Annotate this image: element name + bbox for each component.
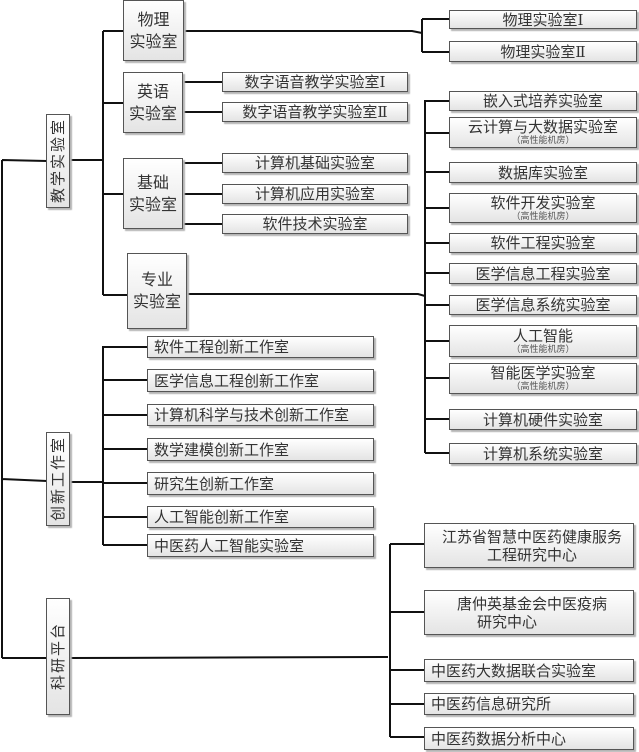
lab-software-development[interactable]: 软件开发实验室（高性能机房） (449, 193, 637, 223)
group-label: 教学实验室 (49, 118, 67, 204)
studio-computer-science[interactable]: 计算机科学与技术创新工作室 (147, 404, 374, 426)
category-basic-lab[interactable]: 基础 实验室 (123, 158, 183, 229)
lab-label: 数据库实验室 (497, 163, 588, 182)
lab-label: 嵌入式培养实验室 (482, 92, 603, 110)
lab-digital-voice-1[interactable]: 数字语音教学实验室Ⅰ (222, 72, 408, 92)
lab-label: 物理实验室Ⅰ (502, 10, 584, 29)
group-label: 创新工作室 (49, 436, 67, 522)
lab-physics-2[interactable]: 物理实验室Ⅱ (449, 41, 637, 62)
lab-label: 物理实验室Ⅱ (500, 42, 586, 61)
studio-graduate[interactable]: 研究生创新工作室 (147, 472, 374, 495)
lab-database[interactable]: 数据库实验室 (449, 162, 637, 183)
lab-medical-info-engineering[interactable]: 医学信息工程实验室 (449, 263, 637, 284)
research-jiangsu-tcm-center[interactable]: 江苏省智慧中医药健康服务工程研究中心 (424, 523, 634, 568)
category-label: 基础 (136, 172, 169, 192)
group-innovation-studios[interactable]: 创新工作室 (46, 432, 70, 526)
category-english-lab[interactable]: 英语 实验室 (123, 72, 183, 133)
category-label: 专业 (140, 270, 173, 289)
group-research-platform[interactable]: 科研平台 (46, 598, 70, 715)
research-tcm-info-institute[interactable]: 中医药信息研究所 (424, 693, 634, 715)
studio-label: 医学信息工程创新工作室 (154, 371, 320, 390)
lab-label: 软件工程实验室 (490, 234, 596, 252)
studio-medical-info-engineering[interactable]: 医学信息工程创新工作室 (147, 369, 374, 392)
studio-label: 研究生创新工作室 (154, 474, 275, 493)
studio-software-engineering[interactable]: 软件工程创新工作室 (147, 336, 374, 358)
lab-computer-applications[interactable]: 计算机应用实验室 (222, 184, 408, 204)
lab-label: 医学信息系统实验室 (475, 296, 611, 314)
research-label: 研究中心 (476, 612, 537, 631)
lab-intelligent-medicine[interactable]: 智能医学实验室（高性能机房） (449, 363, 637, 394)
research-label: 工程研究中心 (486, 545, 577, 564)
category-label: 实验室 (128, 103, 177, 123)
research-tcm-bigdata-lab[interactable]: 中医药大数据联合实验室 (424, 659, 634, 682)
lab-label: 软件技术实验室 (262, 215, 368, 233)
lab-note: （高性能机房） (511, 382, 575, 392)
research-label: 唐仲英基金会中医疫病 (456, 594, 607, 613)
lab-label: 计算机系统实验室 (482, 444, 603, 463)
lab-computer-systems[interactable]: 计算机系统实验室 (449, 443, 637, 464)
category-physics-lab[interactable]: 物理 实验室 (123, 0, 184, 61)
lab-medical-info-systems[interactable]: 医学信息系统实验室 (449, 295, 637, 315)
lab-label: 软件开发实验室 (490, 193, 596, 212)
research-label: 中医药信息研究所 (431, 695, 552, 713)
lab-digital-voice-2[interactable]: 数字语音教学实验室Ⅱ (222, 102, 408, 122)
group-label: 科研平台 (49, 622, 67, 691)
category-label: 实验室 (132, 292, 181, 311)
studio-label: 数学建模创新工作室 (154, 440, 290, 459)
research-label: 中医药数据分析中心 (431, 729, 567, 748)
lab-cloud-bigdata[interactable]: 云计算与大数据实验室（高性能机房） (449, 117, 637, 148)
studio-label: 中医药人工智能实验室 (154, 536, 305, 555)
lab-physics-1[interactable]: 物理实验室Ⅰ (449, 10, 637, 29)
lab-software-technology[interactable]: 软件技术实验室 (222, 214, 408, 234)
studio-label: 计算机科学与技术创新工作室 (154, 406, 350, 424)
category-label: 英语 (136, 81, 169, 101)
category-professional-lab[interactable]: 专业 实验室 (127, 253, 187, 329)
group-teaching-labs[interactable]: 教学实验室 (46, 114, 70, 208)
lab-label: 数字语音教学实验室Ⅰ (244, 73, 386, 91)
studio-label: 软件工程创新工作室 (154, 338, 290, 356)
research-label: 江苏省智慧中医药健康服务 (441, 527, 622, 546)
lab-note: （高性能机房） (511, 136, 575, 146)
studio-tcm-ai-lab[interactable]: 中医药人工智能实验室 (147, 534, 374, 557)
category-label: 实验室 (128, 194, 177, 214)
lab-label: 计算机应用实验室 (254, 185, 375, 203)
studio-artificial-intelligence[interactable]: 人工智能创新工作室 (147, 506, 374, 528)
studio-math-modeling[interactable]: 数学建模创新工作室 (147, 438, 374, 461)
lab-label: 云计算与大数据实验室 (467, 118, 618, 136)
category-label: 物理 (137, 9, 170, 29)
category-label: 实验室 (129, 31, 178, 51)
lab-embedded[interactable]: 嵌入式培养实验室 (449, 91, 637, 111)
lab-label: 计算机硬件实验室 (482, 410, 603, 429)
lab-label: 计算机基础实验室 (254, 154, 375, 172)
lab-computer-hardware[interactable]: 计算机硬件实验室 (449, 409, 637, 430)
lab-computer-basics[interactable]: 计算机基础实验室 (222, 153, 408, 173)
lab-label: 人工智能 (512, 326, 573, 345)
lab-artificial-intelligence[interactable]: 人工智能（高性能机房） (449, 325, 637, 357)
studio-label: 人工智能创新工作室 (154, 508, 290, 526)
research-label: 中医药大数据联合实验室 (431, 661, 597, 680)
lab-label: 数字语音教学实验室Ⅱ (242, 103, 388, 121)
lab-note: （高性能机房） (511, 344, 575, 355)
lab-note: （高性能机房） (511, 211, 575, 222)
lab-label: 智能医学实验室 (490, 364, 596, 382)
research-tcm-data-analysis[interactable]: 中医药数据分析中心 (424, 727, 634, 750)
research-tang-foundation-center[interactable]: 唐仲英基金会中医疫病研究中心 (424, 590, 634, 635)
lab-label: 医学信息工程实验室 (475, 264, 611, 283)
lab-software-engineering[interactable]: 软件工程实验室 (449, 233, 637, 253)
